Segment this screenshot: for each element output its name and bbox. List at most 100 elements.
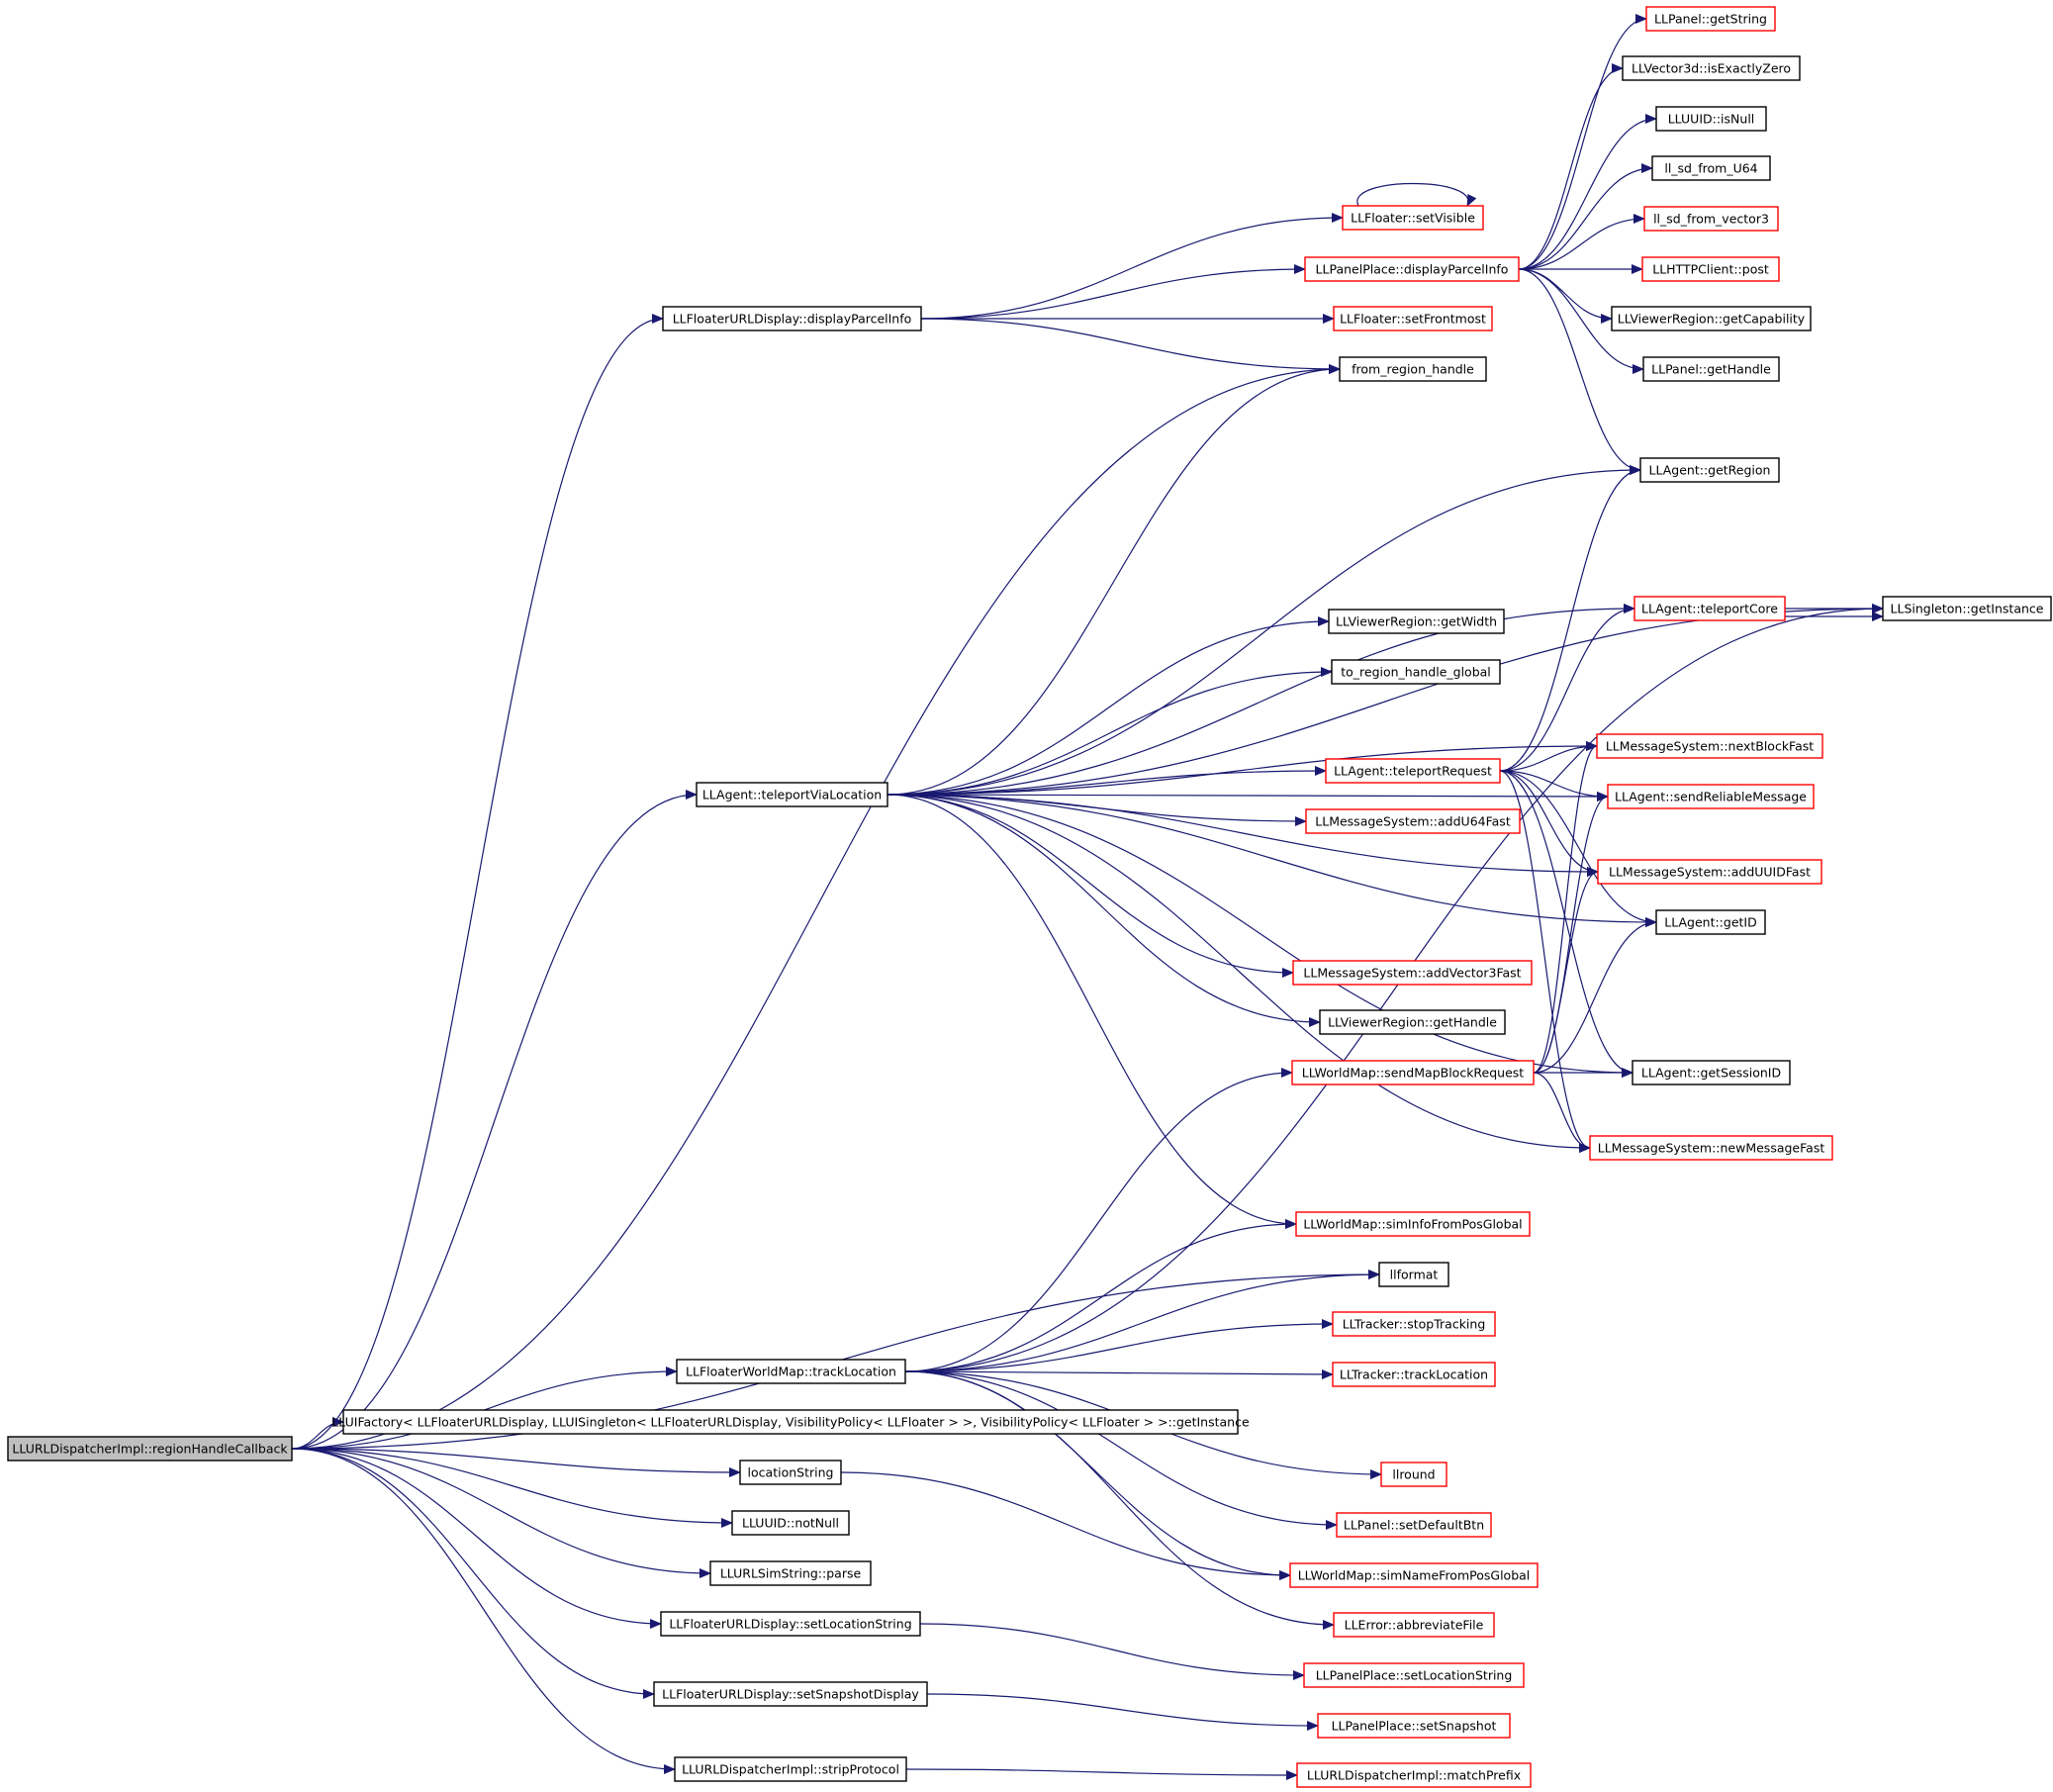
node-box[interactable] bbox=[1303, 1662, 1525, 1688]
node-box[interactable] bbox=[1291, 1060, 1535, 1085]
node-box[interactable] bbox=[731, 1510, 850, 1536]
node-agent-getregion[interactable]: LLAgent::getRegion bbox=[1639, 457, 1780, 483]
node-from-region-handle[interactable]: from_region_handle bbox=[1339, 356, 1487, 382]
node-ll-sd-from-u64[interactable]: ll_sd_from_U64 bbox=[1651, 155, 1771, 181]
node-box[interactable] bbox=[1611, 306, 1812, 331]
node-box[interactable] bbox=[7, 1436, 293, 1462]
node-llround[interactable]: llround bbox=[1380, 1462, 1447, 1487]
node-llformat[interactable]: llformat bbox=[1378, 1262, 1449, 1287]
node-box[interactable] bbox=[1655, 106, 1767, 132]
node-setsnapshotdisplay[interactable]: LLFloaterURLDisplay::setSnapshotDisplay bbox=[653, 1681, 928, 1707]
node-worldmap-sendmapblockrequest[interactable]: LLWorldMap::sendMapBlockRequest bbox=[1291, 1060, 1535, 1085]
node-worldmap-simnamefromposglobal[interactable]: LLWorldMap::simNameFromPosGlobal bbox=[1289, 1562, 1539, 1588]
node-box[interactable] bbox=[1882, 596, 2052, 621]
node-box[interactable] bbox=[660, 1611, 921, 1637]
node-box[interactable] bbox=[1295, 1211, 1531, 1237]
node-msg-nextblockfast[interactable]: LLMessageSystem::nextBlockFast bbox=[1596, 733, 1823, 759]
node-agent-getsessionid[interactable]: LLAgent::getSessionID bbox=[1632, 1060, 1791, 1085]
node-box[interactable] bbox=[1655, 909, 1766, 935]
node-simstring-parse[interactable]: LLURLSimString::parse bbox=[709, 1560, 872, 1586]
node-box[interactable] bbox=[1645, 6, 1776, 32]
node-box[interactable] bbox=[1319, 1009, 1506, 1035]
node-stripprotocol[interactable]: LLURLDispatcherImpl::stripProtocol bbox=[674, 1756, 907, 1782]
node-error-abbreviatefile[interactable]: LLError::abbreviateFile bbox=[1333, 1612, 1495, 1638]
node-box[interactable] bbox=[1328, 609, 1505, 634]
node-box[interactable] bbox=[1597, 859, 1822, 885]
node-box[interactable] bbox=[1331, 659, 1501, 685]
node-panelplace-setsnapshot[interactable]: LLPanelPlace::setSnapshot bbox=[1317, 1713, 1511, 1739]
node-viewerregion-gethandle[interactable]: LLViewerRegion::getHandle bbox=[1319, 1009, 1506, 1035]
node-box[interactable] bbox=[1304, 256, 1520, 282]
node-box[interactable] bbox=[1632, 1060, 1791, 1085]
node-box[interactable] bbox=[1332, 1311, 1496, 1337]
node-box[interactable] bbox=[1651, 155, 1771, 181]
node-viewerregion-getwidth[interactable]: LLViewerRegion::getWidth bbox=[1328, 609, 1505, 634]
node-ll-sd-from-vector3[interactable]: ll_sd_from_vector3 bbox=[1643, 206, 1779, 232]
node-box[interactable] bbox=[1317, 1713, 1511, 1739]
node-box[interactable] bbox=[1378, 1262, 1449, 1287]
node-box[interactable] bbox=[1296, 1762, 1532, 1788]
node-panelplace-setlocationstring[interactable]: LLPanelPlace::setLocationString bbox=[1303, 1662, 1525, 1688]
node-tracker-tracklocation[interactable]: LLTracker::trackLocation bbox=[1332, 1362, 1496, 1387]
node-tracklocation-worldmap[interactable]: LLFloaterWorldMap::trackLocation bbox=[676, 1359, 906, 1384]
node-singleton-getinstance[interactable]: LLSingleton::getInstance bbox=[1882, 596, 2052, 621]
node-httpclient-post[interactable]: LLHTTPClient::post bbox=[1641, 256, 1780, 282]
node-box[interactable] bbox=[1305, 808, 1521, 834]
node-box[interactable] bbox=[1633, 596, 1786, 621]
node-box[interactable] bbox=[1325, 758, 1501, 784]
node-panel-getstring[interactable]: LLPanel::getString bbox=[1645, 6, 1776, 32]
node-box[interactable] bbox=[1380, 1462, 1447, 1487]
node-panelplace-displayparcelinfo[interactable]: LLPanelPlace::displayParcelInfo bbox=[1304, 256, 1520, 282]
node-vector3d-isexactlyzero[interactable]: LLVector3d::isExactlyZero bbox=[1622, 55, 1801, 81]
node-box[interactable] bbox=[1607, 784, 1815, 809]
node-box[interactable] bbox=[1342, 205, 1484, 231]
node-box[interactable] bbox=[1596, 733, 1823, 759]
node-box[interactable] bbox=[1289, 1562, 1539, 1588]
node-agent-teleportcore[interactable]: LLAgent::teleportCore bbox=[1633, 596, 1786, 621]
node-displayparcelinfo-url[interactable]: LLFloaterURLDisplay::displayParcelInfo bbox=[662, 306, 922, 331]
node-box[interactable] bbox=[674, 1756, 907, 1782]
node-msg-adduuidfast[interactable]: LLMessageSystem::addUUIDFast bbox=[1597, 859, 1822, 885]
node-msg-addvector3fast[interactable]: LLMessageSystem::addVector3Fast bbox=[1292, 960, 1533, 986]
node-box[interactable] bbox=[1622, 55, 1801, 81]
node-box[interactable] bbox=[1641, 256, 1780, 282]
node-root[interactable]: LLURLDispatcherImpl::regionHandleCallbac… bbox=[7, 1436, 293, 1462]
node-box[interactable] bbox=[1639, 457, 1780, 483]
node-floater-setvisible[interactable]: LLFloater::setVisible bbox=[1342, 205, 1484, 231]
node-to-region-handle-global[interactable]: to_region_handle_global bbox=[1331, 659, 1501, 685]
node-box[interactable] bbox=[1333, 1612, 1495, 1638]
node-msg-newmessagefast[interactable]: LLMessageSystem::newMessageFast bbox=[1589, 1135, 1833, 1161]
node-teleportvialocation[interactable]: LLAgent::teleportViaLocation bbox=[696, 782, 888, 807]
node-box[interactable] bbox=[1339, 356, 1487, 382]
node-box[interactable] bbox=[1332, 1362, 1496, 1387]
node-box[interactable] bbox=[1589, 1135, 1833, 1161]
node-uifactory-getinstance[interactable]: LLUIFactory< LLFloaterURLDisplay, LLUISi… bbox=[331, 1409, 1250, 1435]
node-box[interactable] bbox=[709, 1560, 872, 1586]
node-box[interactable] bbox=[1336, 1512, 1492, 1538]
node-setlocationstring-url[interactable]: LLFloaterURLDisplay::setLocationString bbox=[660, 1611, 921, 1637]
node-box[interactable] bbox=[342, 1409, 1239, 1435]
node-agent-sendreliablemessage[interactable]: LLAgent::sendReliableMessage bbox=[1607, 784, 1815, 809]
node-panel-gethandle[interactable]: LLPanel::getHandle bbox=[1642, 356, 1780, 382]
node-floater-setfrontmost[interactable]: LLFloater::setFrontmost bbox=[1333, 306, 1493, 331]
node-box[interactable] bbox=[1643, 206, 1779, 232]
node-agent-teleportrequest[interactable]: LLAgent::teleportRequest bbox=[1325, 758, 1501, 784]
node-panel-setdefaultbtn[interactable]: LLPanel::setDefaultBtn bbox=[1336, 1512, 1492, 1538]
node-msg-addu64fast[interactable]: LLMessageSystem::addU64Fast bbox=[1305, 808, 1521, 834]
node-locationstring[interactable]: locationString bbox=[739, 1460, 842, 1485]
node-matchprefix[interactable]: LLURLDispatcherImpl::matchPrefix bbox=[1296, 1762, 1532, 1788]
node-box[interactable] bbox=[696, 782, 888, 807]
node-box[interactable] bbox=[676, 1359, 906, 1384]
node-notnull[interactable]: LLUUID::notNull bbox=[731, 1510, 850, 1536]
node-box[interactable] bbox=[1333, 306, 1493, 331]
node-box[interactable] bbox=[1292, 960, 1533, 986]
node-box[interactable] bbox=[1642, 356, 1780, 382]
node-tracker-stoptracking[interactable]: LLTracker::stopTracking bbox=[1332, 1311, 1496, 1337]
node-box[interactable] bbox=[662, 306, 922, 331]
node-uuid-isnull[interactable]: LLUUID::isNull bbox=[1655, 106, 1767, 132]
node-worldmap-siminfofromposglobal[interactable]: LLWorldMap::simInfoFromPosGlobal bbox=[1295, 1211, 1531, 1237]
node-agent-getid[interactable]: LLAgent::getID bbox=[1655, 909, 1766, 935]
node-viewerregion-getcapability[interactable]: LLViewerRegion::getCapability bbox=[1611, 306, 1812, 331]
node-box[interactable] bbox=[653, 1681, 928, 1707]
node-box[interactable] bbox=[739, 1460, 842, 1485]
